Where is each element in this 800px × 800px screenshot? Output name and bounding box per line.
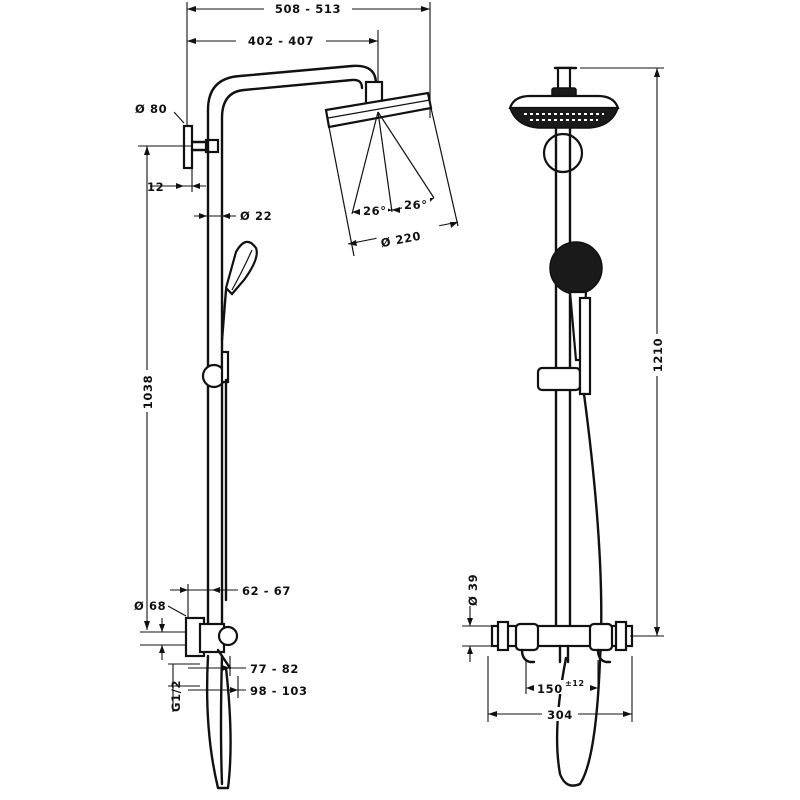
wall-flange-diameter-label: Ø 80 [135, 102, 167, 116]
head-diameter-dimension: Ø 220 [347, 220, 459, 250]
handle-projection-dimension-1: 77 - 82 [188, 656, 299, 676]
overhead-shower-head [324, 80, 459, 257]
wall-offset-dimension: 12 [147, 168, 206, 194]
overall-width-label: 508 - 513 [275, 2, 341, 16]
mixer-body-diameter-label: Ø 68 [134, 599, 166, 613]
pipe-diameter-dimension: Ø 22 [194, 209, 272, 223]
inlet-thread-label: G1/2 [169, 680, 183, 712]
spray-angle-right-label: 26° [404, 198, 428, 212]
hose-loop [205, 654, 232, 790]
overall-width-dimension: 508 - 513 [186, 2, 431, 150]
pipe-diameter-label: Ø 22 [240, 209, 272, 223]
height-dimension: 1038 [138, 145, 192, 630]
mixer-projection-dimension: 62 - 67 [170, 584, 291, 626]
front-thermostatic-mixer [490, 620, 634, 664]
front-wall-flange [542, 132, 584, 174]
total-height-dimension: 1210 [580, 67, 665, 637]
front-overhead-shower [508, 66, 620, 129]
front-mixer-diameter-label: Ø 39 [466, 574, 480, 606]
side-view: 508 - 513 402 - 407 Ø 80 12 [134, 2, 459, 790]
total-height-label: 1210 [651, 338, 665, 372]
mixer-width-dimension: 304 [487, 656, 633, 722]
inlet-spacing-label: 150 [537, 682, 563, 696]
handle-projection-1-label: 77 - 82 [250, 662, 299, 676]
front-mixer-diameter-dimension: Ø 39 [462, 574, 494, 662]
handle-projection-2-label: 98 - 103 [250, 684, 308, 698]
mixer-body-diameter-dimension: Ø 68 [134, 599, 190, 660]
arm-length-label: 402 - 407 [248, 34, 314, 48]
inlet-thread-dimension: G1/2 [168, 663, 200, 712]
mixer-projection-label: 62 - 67 [242, 584, 291, 598]
spray-angle-dimension: 26° 26° [351, 197, 435, 218]
wall-offset-label: 12 [147, 180, 164, 194]
front-slider-bracket [536, 296, 592, 396]
riser-pipe [206, 64, 378, 642]
front-view: Ø 39 1210 150 ±12 [462, 66, 665, 787]
handle-projection-dimension-2: 98 - 103 [188, 676, 308, 698]
inlet-spacing-tolerance-label: ±12 [565, 679, 585, 688]
spray-angle-left-label: 26° [363, 204, 387, 218]
inlet-spacing-dimension: 150 ±12 [525, 660, 599, 696]
wall-flange: Ø 80 [135, 102, 194, 170]
mixer-width-label: 304 [547, 708, 573, 722]
thermostatic-mixer [184, 616, 239, 670]
arm-length-dimension: 402 - 407 [187, 30, 379, 84]
front-hose [555, 392, 603, 787]
hand-shower [220, 240, 258, 342]
front-hand-shower [549, 241, 603, 362]
height-label: 1038 [141, 375, 155, 409]
slider-bracket [201, 350, 230, 389]
